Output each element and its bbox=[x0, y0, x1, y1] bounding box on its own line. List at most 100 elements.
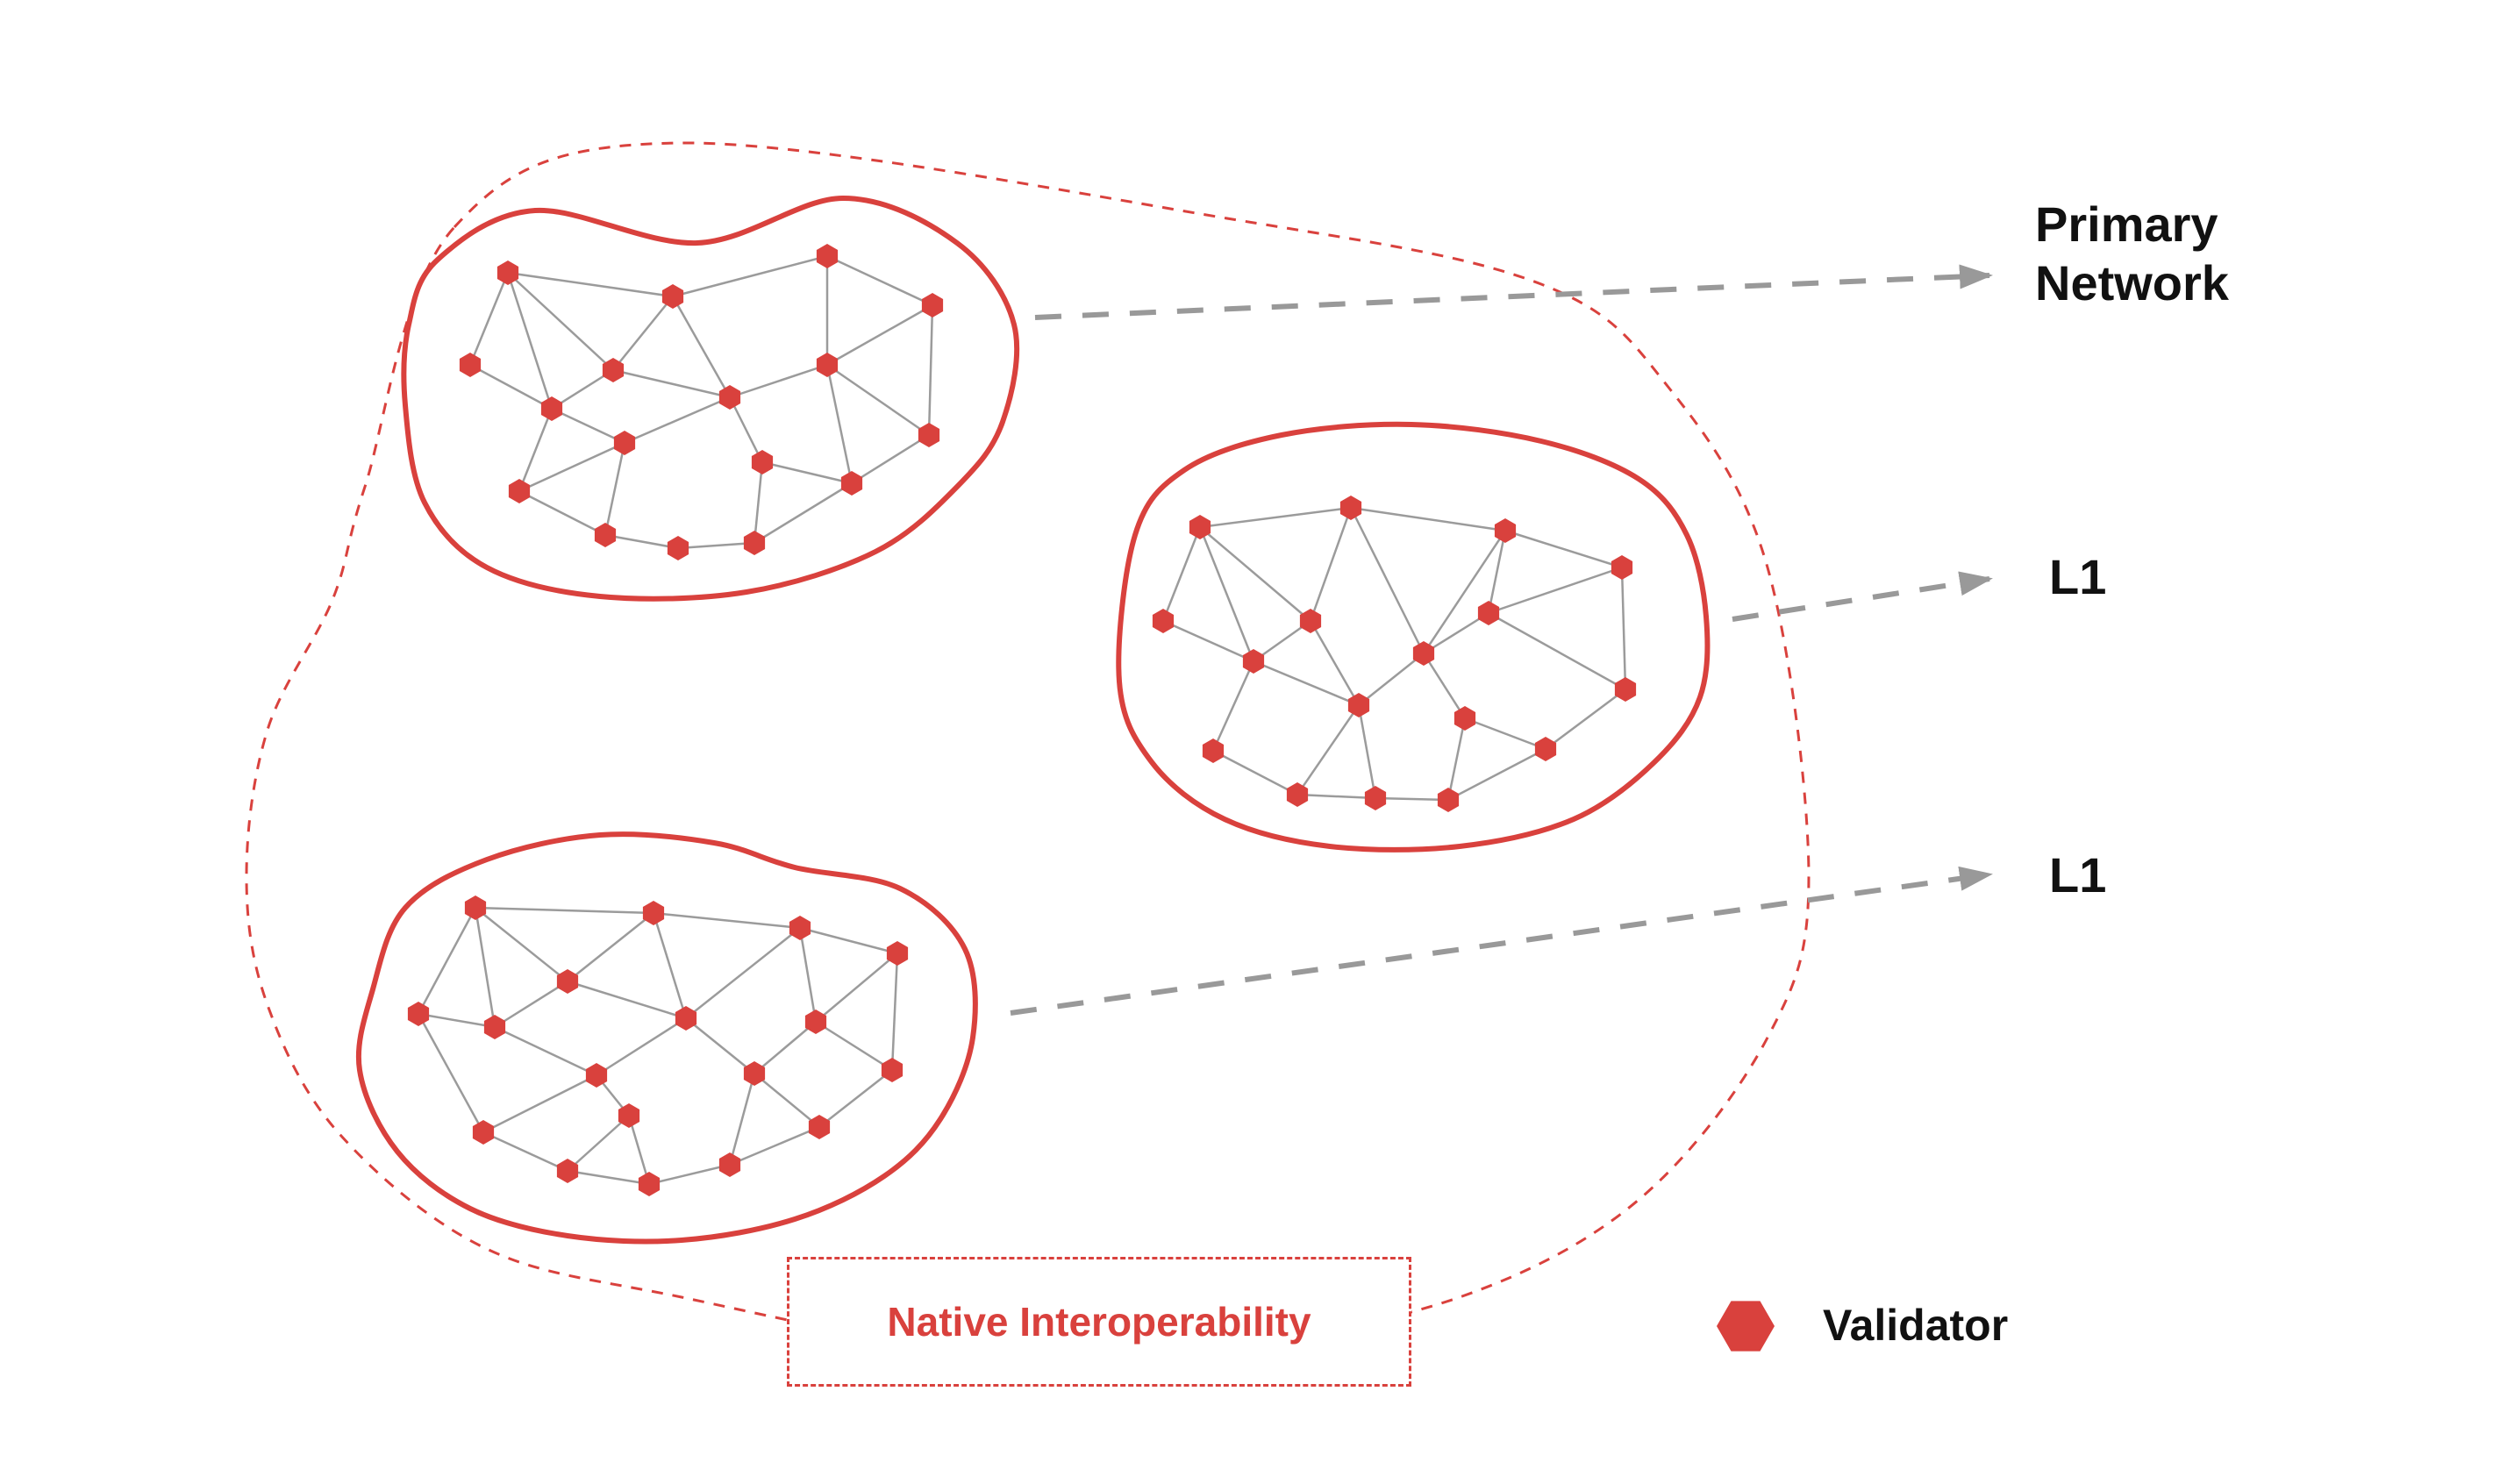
validator-edge bbox=[672, 254, 828, 298]
validator-edge bbox=[826, 254, 933, 307]
validator-edge bbox=[729, 363, 828, 399]
validator-edge bbox=[612, 368, 731, 399]
validator-edge bbox=[818, 1069, 893, 1128]
validator-edge bbox=[1161, 526, 1202, 622]
validator-edge bbox=[825, 364, 854, 484]
validator-edge bbox=[567, 1169, 650, 1186]
validator-edge bbox=[624, 396, 731, 445]
validator-edge bbox=[1620, 567, 1627, 690]
validator-edge bbox=[761, 460, 853, 485]
validator-node-icon bbox=[1614, 677, 1637, 702]
validator-node-icon bbox=[918, 423, 940, 447]
validator-node-icon bbox=[618, 1103, 640, 1128]
validator-edge bbox=[1488, 566, 1623, 615]
l1-lower-label: L1 bbox=[2049, 847, 2107, 903]
validator-node-icon bbox=[407, 1002, 430, 1026]
validator-node-icon bbox=[1347, 693, 1370, 717]
validator-node-icon bbox=[675, 1006, 697, 1031]
validator-node-icon bbox=[808, 1115, 831, 1139]
l1-upper-cluster bbox=[1116, 421, 1711, 853]
validator-edge bbox=[507, 271, 674, 298]
validator-node-icon bbox=[1477, 601, 1500, 625]
validator-node-icon bbox=[540, 396, 563, 421]
validator-node-icon bbox=[496, 260, 519, 285]
validator-edge bbox=[1488, 611, 1626, 691]
arrow-to-l1-upper-label bbox=[1732, 571, 1993, 622]
validator-node-icon bbox=[840, 471, 863, 496]
validator-node-icon bbox=[1364, 786, 1387, 810]
validator-node-icon bbox=[613, 431, 636, 455]
validator-edge bbox=[890, 952, 899, 1071]
validator-node-icon bbox=[638, 1172, 661, 1196]
validator-node-icon bbox=[483, 1015, 506, 1039]
validator-edge bbox=[1358, 653, 1425, 706]
validator-edge bbox=[482, 1131, 568, 1173]
validator-edge bbox=[475, 906, 654, 915]
validator-edge bbox=[652, 912, 688, 1019]
validator-edge bbox=[1357, 704, 1377, 799]
validator-node-icon bbox=[1339, 496, 1362, 520]
validator-edge bbox=[604, 442, 626, 536]
validator-node-icon bbox=[508, 479, 531, 503]
validator-edge bbox=[1162, 619, 1254, 663]
validator-node-icon bbox=[751, 450, 774, 474]
validator-edge bbox=[417, 907, 477, 1015]
validator-edge bbox=[417, 1013, 485, 1133]
validator-node-icon bbox=[743, 1061, 766, 1086]
validator-edge bbox=[1212, 749, 1298, 796]
validator-edge bbox=[506, 272, 554, 410]
validator-node-icon bbox=[594, 523, 617, 547]
validator-node-icon bbox=[459, 353, 482, 377]
validator-edge bbox=[1211, 660, 1255, 752]
primary-network-outline bbox=[401, 196, 1020, 602]
arrow-to-primary-network-label bbox=[1034, 264, 1993, 320]
validator-edge bbox=[729, 1125, 820, 1167]
validator-edge bbox=[799, 926, 898, 955]
validator-node-icon bbox=[661, 284, 684, 309]
validator-edge bbox=[1349, 507, 1425, 654]
validator-node-icon bbox=[816, 244, 839, 268]
validator-edge bbox=[596, 1017, 687, 1077]
validator-edge bbox=[815, 952, 898, 1023]
validator-edge bbox=[851, 433, 930, 485]
validator-edge bbox=[418, 1012, 496, 1029]
validator-edge bbox=[518, 408, 554, 492]
validator-edge bbox=[1423, 611, 1489, 655]
validator-edge bbox=[826, 303, 933, 367]
validator-edge bbox=[494, 1025, 597, 1077]
validator-edge bbox=[1309, 507, 1353, 622]
l1-upper-label: L1 bbox=[2049, 549, 2107, 604]
validator-edge bbox=[671, 296, 732, 398]
l1-lower-cluster bbox=[355, 831, 978, 1245]
validator-edge bbox=[1350, 506, 1506, 532]
validator-node-icon bbox=[789, 916, 811, 940]
validator-node-icon bbox=[556, 1159, 579, 1183]
validator-edge bbox=[927, 304, 934, 436]
native-interoperability-box: Native Interoperability bbox=[787, 1257, 1411, 1387]
validator-edge bbox=[1199, 526, 1311, 622]
validator-node-icon bbox=[1189, 515, 1211, 539]
validator-edge bbox=[1309, 620, 1361, 706]
native-interoperability-label: Native Interoperability bbox=[887, 1299, 1311, 1345]
validator-legend-icon bbox=[1717, 1301, 1775, 1352]
validator-node-icon bbox=[1494, 518, 1517, 543]
validator-edge bbox=[518, 441, 625, 493]
validator-edge bbox=[604, 533, 679, 550]
validator-node-icon bbox=[1412, 641, 1435, 666]
validator-edge bbox=[1375, 796, 1449, 802]
validator-node-icon bbox=[642, 901, 665, 925]
validator-edge bbox=[685, 1017, 755, 1074]
validator-edge bbox=[469, 363, 553, 410]
validator-node-icon bbox=[556, 969, 579, 994]
validator-edge bbox=[798, 927, 818, 1023]
validator-edge bbox=[1545, 688, 1626, 751]
validator-edge bbox=[648, 1163, 731, 1186]
validator-node-icon bbox=[472, 1120, 495, 1145]
validator-edge bbox=[677, 541, 755, 550]
validator-edge bbox=[753, 461, 764, 544]
validator-edge bbox=[1464, 717, 1546, 751]
validator-edge bbox=[482, 1074, 597, 1134]
validator-node-icon bbox=[1611, 555, 1633, 580]
validator-edge bbox=[1422, 530, 1507, 654]
